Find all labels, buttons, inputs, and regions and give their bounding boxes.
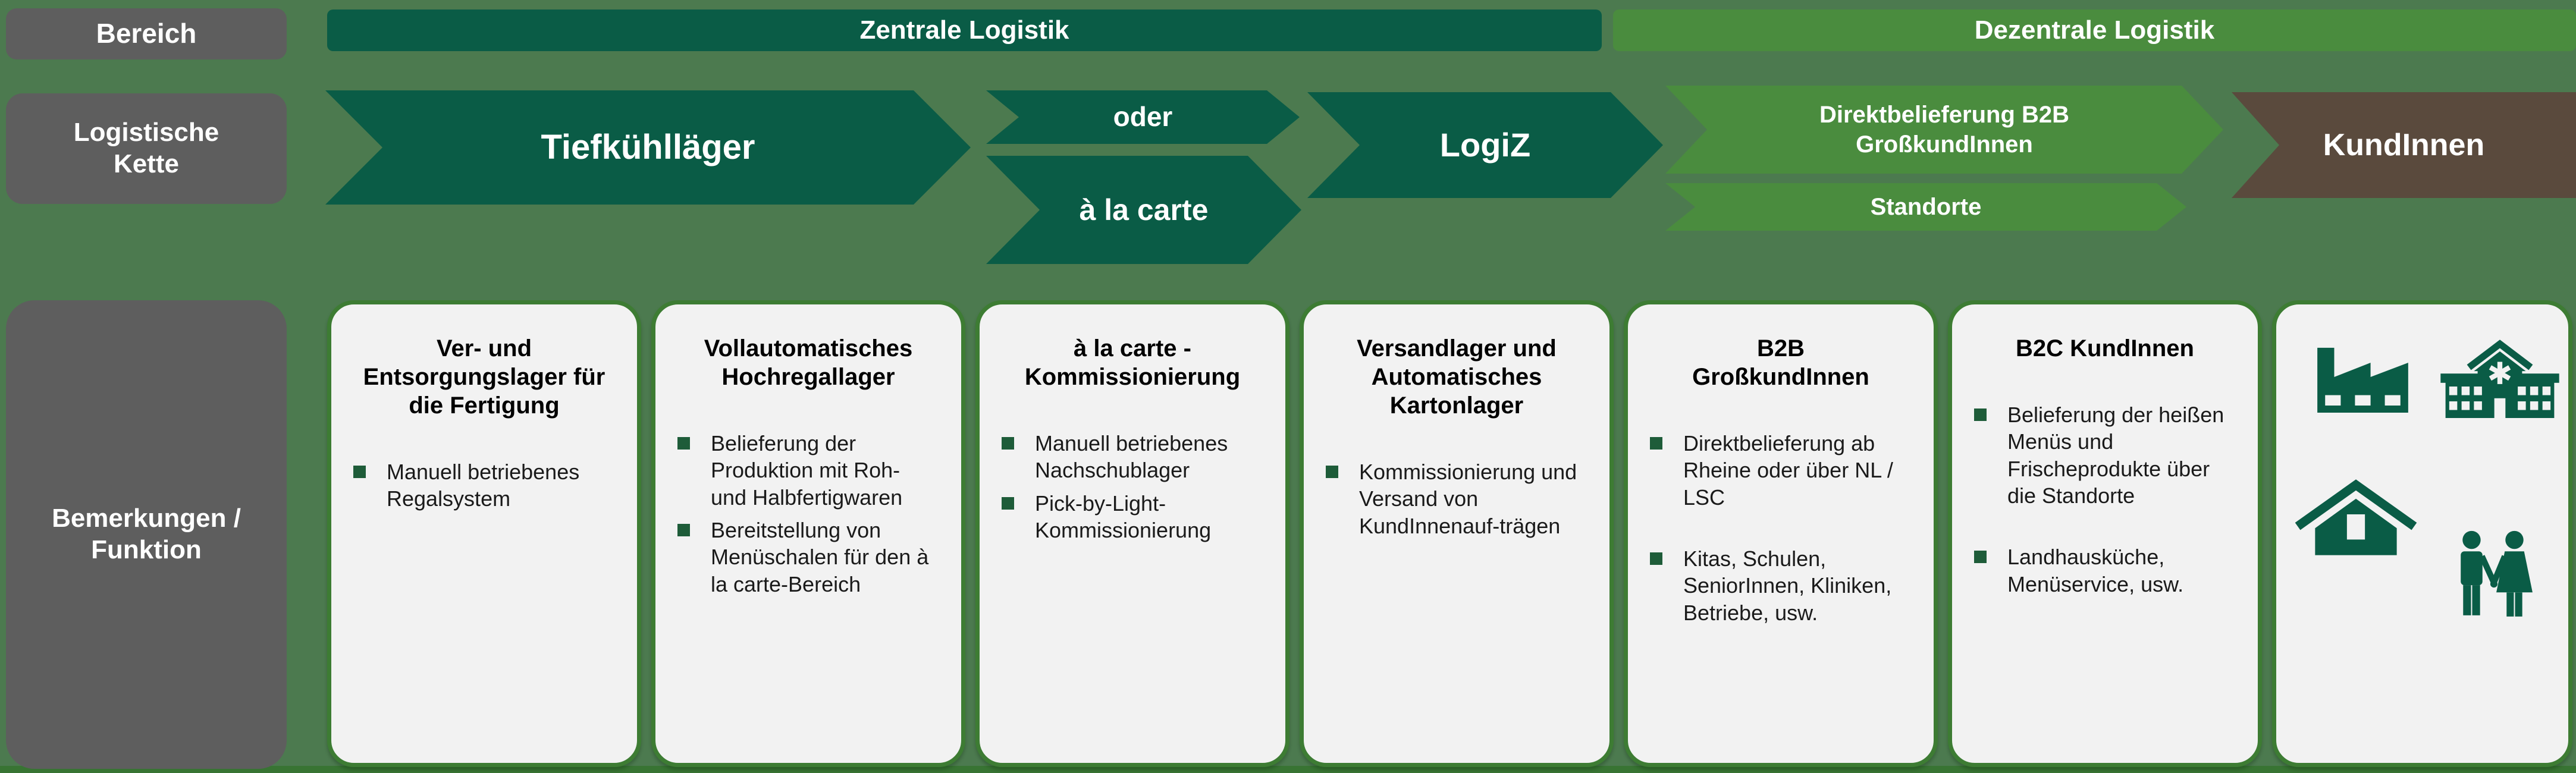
card-title: Vollautomatisches Hochregallager xyxy=(704,335,913,390)
couple-icon xyxy=(2461,530,2533,617)
chain-arrow-standorte: Standorte xyxy=(1665,183,2186,231)
hospital-icon xyxy=(2440,340,2559,418)
chain-arrow-label: KundInnen xyxy=(2323,127,2485,162)
card-ver-und-entsorgungslager: Ver- und Entsorgungslager für die Fertig… xyxy=(327,300,641,767)
house-icon xyxy=(2295,479,2417,555)
row-label-bereich: Bereich xyxy=(6,8,287,59)
bullet-item: Kitas, Schulen, SeniorInnen, Kliniken, B… xyxy=(1649,545,1913,626)
chain-arrow-label: LogiZ xyxy=(1439,126,1531,164)
bottom-edge-strip xyxy=(0,766,2576,773)
card-a-la-carte-kommissionierung: à la carte - Kommissionierung Manuell be… xyxy=(975,300,1289,767)
chain-arrow-label: à la carte xyxy=(1079,193,1209,227)
chain-arrow-logiz: LogiZ xyxy=(1307,92,1663,198)
bullet-item: Direktbelieferung ab Rheine oder über NL… xyxy=(1649,430,1913,511)
card-kundinnen-icons xyxy=(2272,300,2572,767)
chain-arrow-label: Tiefkühlläger xyxy=(541,127,755,166)
card-bullet-list: Kommissionierung und Versand von KundInn… xyxy=(1325,458,1589,539)
bullet-item: Kommissionierung und Versand von KundInn… xyxy=(1325,458,1589,539)
bullet-item: Landhausküche, Menüservice, usw. xyxy=(1973,543,2237,598)
bullet-item: Bereitstellung von Menüschalen für den à… xyxy=(676,517,940,598)
card-hochregallager: Vollautomatisches Hochregallager Beliefe… xyxy=(651,300,965,767)
bullet-item: Belieferung der Produktion mit Roh- und … xyxy=(676,430,940,511)
chain-arrow-label: oder xyxy=(1113,101,1173,133)
card-versandlager-kartonlager: Versandlager und Automatisches Kartonlag… xyxy=(1300,300,1614,767)
row-label-bemerkungen-funktion: Bemerkungen / Funktion xyxy=(6,300,287,769)
bullet-item: Belieferung der heißen Menüs und Frische… xyxy=(1973,401,2237,509)
card-b2c-kundinnen: B2C KundInnen Belieferung der heißen Men… xyxy=(1948,300,2262,767)
chain-arrow-label: Standorte xyxy=(1870,194,1982,220)
factory-icon xyxy=(2317,347,2408,413)
chain-arrow-direktbelieferung-b2b: Direktbelieferung B2B GroßkundInnen xyxy=(1665,86,2223,174)
row-label-logistische-kette: Logistische Kette xyxy=(6,93,287,204)
chain-arrow-a-la-carte: à la carte xyxy=(986,156,1301,264)
card-bullet-list: Belieferung der heißen Menüs und Frische… xyxy=(1973,401,2237,598)
card-bullet-list: Manuell betriebenes Regalsystem xyxy=(352,458,616,513)
chain-arrow-kundinnen: KundInnen xyxy=(2232,92,2576,198)
card-title: Versandlager und Automatisches Kartonlag… xyxy=(1357,335,1557,419)
card-title: B2B GroßkundInnen xyxy=(1692,335,1869,390)
card-b2b-grosskundinnen: B2B GroßkundInnen Direktbelieferung ab R… xyxy=(1624,300,1938,767)
card-title: Ver- und Entsorgungslager für die Fertig… xyxy=(363,335,605,419)
chain-arrow-label: Direktbelieferung B2B GroßkundInnen xyxy=(1819,102,2070,158)
card-bullet-list: Direktbelieferung ab Rheine oder über NL… xyxy=(1649,430,1913,626)
bereich-dezentrale-logistik-bar: Dezentrale Logistik xyxy=(1613,10,2576,51)
bullet-item: Pick-by-Light-Kommissionierung xyxy=(1000,490,1265,544)
chain-arrow-oder: oder xyxy=(986,90,1300,144)
card-title: à la carte - Kommissionierung xyxy=(1024,335,1241,390)
chain-arrow-tiefkuehllaeger: Tiefkühlläger xyxy=(325,90,971,205)
card-bullet-list: Manuell betriebenes Nachschublager Pick-… xyxy=(1000,430,1265,543)
card-bullet-list: Belieferung der Produktion mit Roh- und … xyxy=(676,430,940,598)
bereich-zentrale-logistik-bar: Zentrale Logistik xyxy=(327,10,1602,51)
bullet-item: Manuell betriebenes Nachschublager xyxy=(1000,430,1265,484)
card-title: B2C KundInnen xyxy=(2016,335,2194,362)
bullet-item: Manuell betriebenes Regalsystem xyxy=(352,458,616,513)
